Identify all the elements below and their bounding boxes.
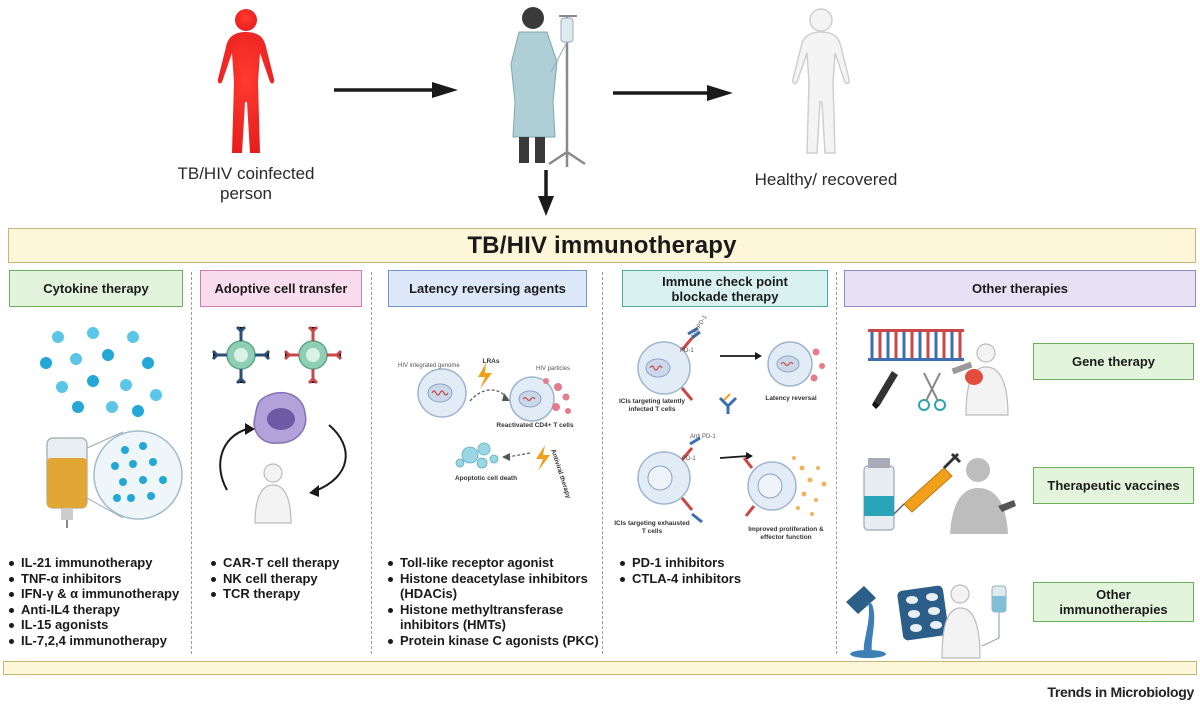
main-banner: TB/HIV immunotherapy: [8, 228, 1196, 263]
column-divider: [191, 272, 192, 654]
list-item: NK cell therapy: [209, 571, 369, 587]
list-item: Toll-like receptor agonist: [386, 555, 601, 571]
list-item: TNF-α inhibitors: [7, 571, 192, 587]
journal-name: Trends in Microbiology: [1047, 684, 1194, 700]
arrow-right-icon: [334, 82, 458, 98]
patient-iv-icon: [510, 7, 586, 167]
icis-latent-label: ICIs targeting latently infected T cells: [618, 398, 686, 413]
lras-label: LRAs: [482, 358, 500, 365]
latency-reversal-label: Latency reversal: [765, 395, 817, 402]
column-divider: [371, 272, 372, 654]
footer-bar: [3, 661, 1197, 675]
cytokine-list: IL-21 immunotherapy TNF-α inhibitors IFN…: [7, 555, 192, 648]
vaccine-icon: [863, 452, 1016, 534]
pd1-label: PD-1: [682, 456, 696, 462]
adoptive-list: CAR-T cell therapy NK cell therapy TCR t…: [209, 555, 369, 602]
list-item: IL-15 agonists: [7, 617, 192, 633]
list-item: Anti-IL4 therapy: [7, 602, 192, 618]
pd1-label: PD-1: [680, 348, 694, 354]
list-item: Protein kinase C agonists (PKC): [386, 633, 601, 649]
latency-list: Toll-like receptor agonist Histone deace…: [386, 555, 601, 648]
iv-bag-icon: [46, 430, 183, 528]
list-item: CAR-T cell therapy: [209, 555, 369, 571]
category-latency: Latency reversing agents: [388, 270, 587, 307]
category-adoptive: Adoptive cell transfer: [200, 270, 362, 307]
list-item: CTLA-4 inhibitors: [618, 571, 818, 587]
checkpoint-list: PD-1 inhibitors CTLA-4 inhibitors: [618, 555, 818, 586]
list-item: Histone deacetylase inhibitors (HDACis): [386, 571, 601, 602]
particles-label: HIV particles: [536, 366, 571, 372]
sick-person-icon: [217, 9, 275, 153]
gene-therapy-box: Gene therapy: [1033, 343, 1194, 380]
list-item: PD-1 inhibitors: [618, 555, 818, 571]
category-other: Other therapies: [844, 270, 1196, 307]
column-divider: [602, 272, 603, 654]
gene-therapy-icon: [868, 329, 1009, 416]
latency-cells-icon: [417, 363, 571, 471]
end-label: Healthy/ recovered: [754, 170, 898, 189]
other-immunotherapies-box: Other immunotherapies: [1033, 582, 1194, 622]
genome-label: HIV integrated genome: [398, 363, 460, 369]
start-label: TB/HIV coinfected person: [177, 164, 315, 203]
vaccines-box: Therapeutic vaccines: [1033, 467, 1194, 504]
list-item: Histone methyltransferase inhibitors (HM…: [386, 602, 601, 633]
pills-iv-icon: [846, 584, 1007, 659]
column-divider: [836, 272, 837, 654]
arrow-down-icon: [538, 170, 554, 216]
category-checkpoint: Immune check point blockade therapy: [622, 270, 828, 307]
apoptotic-label: Apoptotic cell death: [454, 475, 518, 482]
icis-exhausted-label: ICIs targeting exhausted T cells: [614, 520, 690, 535]
list-item: IL-21 immunotherapy: [7, 555, 192, 571]
arrow-right-icon: [613, 85, 733, 101]
anti-pd1-label: Anti PD-1: [690, 434, 716, 440]
list-item: TCR therapy: [209, 586, 369, 602]
reactivated-label: Reactivated CD4+ T cells: [496, 422, 574, 429]
checkpoint-cells-icon: [637, 326, 827, 524]
improved-label: Improved proliferation & effector functi…: [748, 526, 824, 541]
list-item: IFN-γ & α immunotherapy: [7, 586, 192, 602]
cytokine-molecules-icon: [40, 327, 162, 417]
list-item: IL-7,2,4 immunotherapy: [7, 633, 192, 649]
adoptive-transfer-icon: [211, 325, 347, 524]
banner-title: TB/HIV immunotherapy: [467, 231, 737, 259]
healthy-person-icon: [792, 8, 850, 154]
category-cytokine: Cytokine therapy: [9, 270, 183, 307]
